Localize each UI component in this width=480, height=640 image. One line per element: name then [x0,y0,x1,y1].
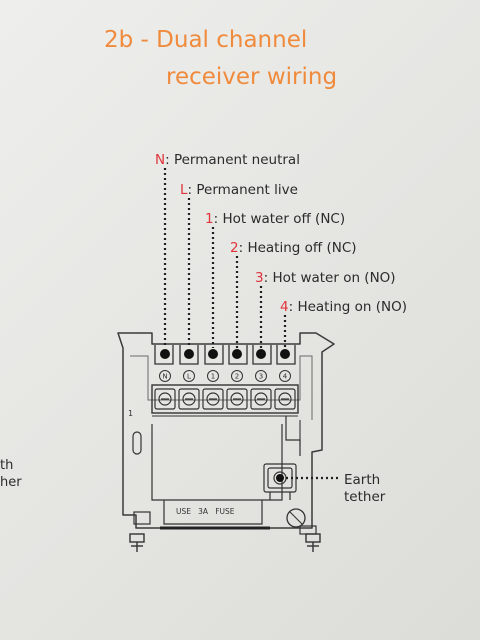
wire-label-live: L: Permanent live [180,182,298,198]
page-title: 2b - Dual channel [104,27,308,53]
fuse-label: USE 3A FUSE [176,507,235,516]
wire-label-3: 3: Hot water on (NO) [255,270,396,286]
wire-desc: Heating on (NO) [297,299,408,315]
terminal-block [151,384,299,414]
wire-label-4: 4: Heating on (NO) [280,299,407,315]
side-text-line1: th [0,458,14,473]
wire-label-2: 2: Heating off (NC) [230,240,357,256]
wire-code: 1 [205,211,214,227]
backplate-inner-rim [130,355,313,420]
wire-code: 3 [255,270,264,286]
wire-code: 2 [230,240,239,256]
wire-desc: Permanent neutral [173,152,300,168]
mounting-screw [286,508,306,528]
wire-desc: Hot water off (NC) [222,211,346,227]
wire-colon: : [187,182,193,198]
earth-label-line1: Earth [344,472,381,488]
wire-code: L [180,182,188,198]
bottom-screws [129,533,321,552]
wire-label-neutral: N: Permanent neutral [155,152,300,168]
wire-leaders [163,168,340,480]
wire-colon: : [165,152,170,168]
wire-code: N [155,152,166,168]
terminal-screws [154,388,296,410]
terminal-label-3: 3 [259,373,263,381]
backplate-outline [117,332,335,529]
connection-dots [160,349,290,482]
fuse-holder: USE 3A FUSE [160,500,270,530]
wire-desc: Permanent live [196,182,298,198]
wire-colon: : [288,299,294,315]
terminal-label-4: 4 [283,373,288,381]
inner-compartment [151,424,283,501]
earth-label-line2: tether [344,489,386,505]
terminal-label-2: 2 [235,373,239,381]
page-subtitle: receiver wiring [166,64,338,90]
wire-desc: Heating off (NC) [247,240,357,256]
wire-label-1: 1: Hot water off (NC) [205,211,345,227]
right-foot [299,525,317,535]
terminal-label-n: N [162,373,167,381]
side-text-line2: her [0,475,22,490]
plate-marking: 1 [128,409,133,418]
wire-colon: : [238,240,244,256]
wire-code: 4 [280,299,289,315]
wire-colon: : [263,270,269,286]
terminal-label-1: 1 [211,373,215,381]
left-foot [133,511,151,525]
left-slot [132,431,142,455]
wire-colon: : [213,211,219,227]
terminal-markers [159,370,291,382]
wire-desc: Hot water on (NO) [272,270,396,286]
terminal-caps [154,345,296,365]
terminal-label-l: L [187,373,191,381]
